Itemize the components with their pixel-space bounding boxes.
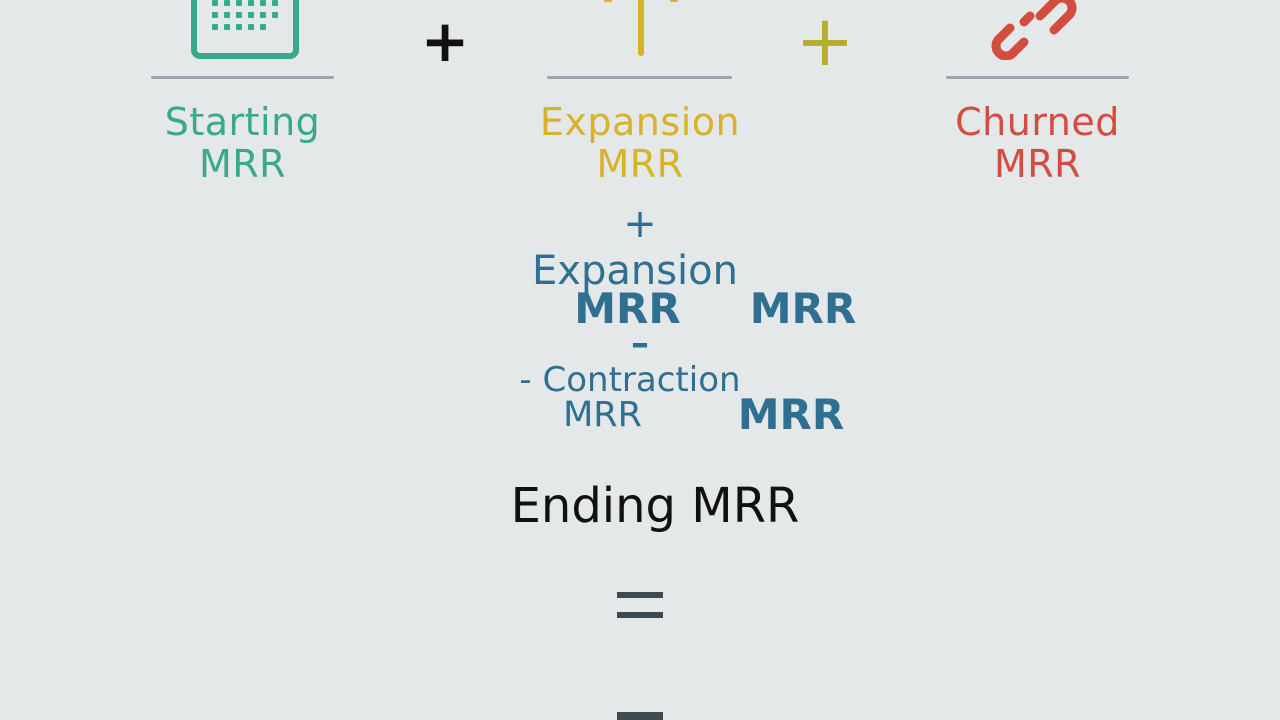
expansion-mrr-line1: Expansion [532,248,738,294]
expansion-mrr-label: Expansion MRR [520,101,760,185]
minus-operator: – [631,323,649,364]
expansion-mrr-line2: MRR [596,142,684,186]
starting-mrr-label: Starting MRR [140,101,345,185]
churned-mrr-line1: Churned [955,100,1120,144]
divider [547,76,732,79]
churned-mrr-label: Churned MRR [935,101,1140,185]
equals-operator [617,592,663,624]
ending-mrr-label: Ending MRR [510,478,800,534]
expansion-mrr-line2: MRR [574,284,681,333]
starting-mrr-line1: Starting [164,100,321,144]
equals-bar [617,612,663,618]
upward-arrow-icon [596,0,686,60]
plus-operator: + [795,0,855,82]
expansion-mrr-line1: Expansion [539,100,741,144]
divider [151,76,334,79]
side-mrr-label: MRR [737,390,845,439]
calendar-icon [190,0,300,60]
starting-mrr-line2: MRR [198,142,287,186]
side-mrr-label: MRR [749,284,857,333]
equals-bar [617,712,663,720]
contraction-mrr-line2: MRR [563,395,642,435]
plus-operator: + [420,7,470,75]
broken-link-icon [980,0,1090,61]
equals-bar [617,592,663,598]
plus-operator: + [623,201,657,247]
churned-mrr-line2: MRR [993,142,1082,186]
contraction-mrr-line1: - Contraction [519,360,741,400]
divider [946,76,1129,79]
